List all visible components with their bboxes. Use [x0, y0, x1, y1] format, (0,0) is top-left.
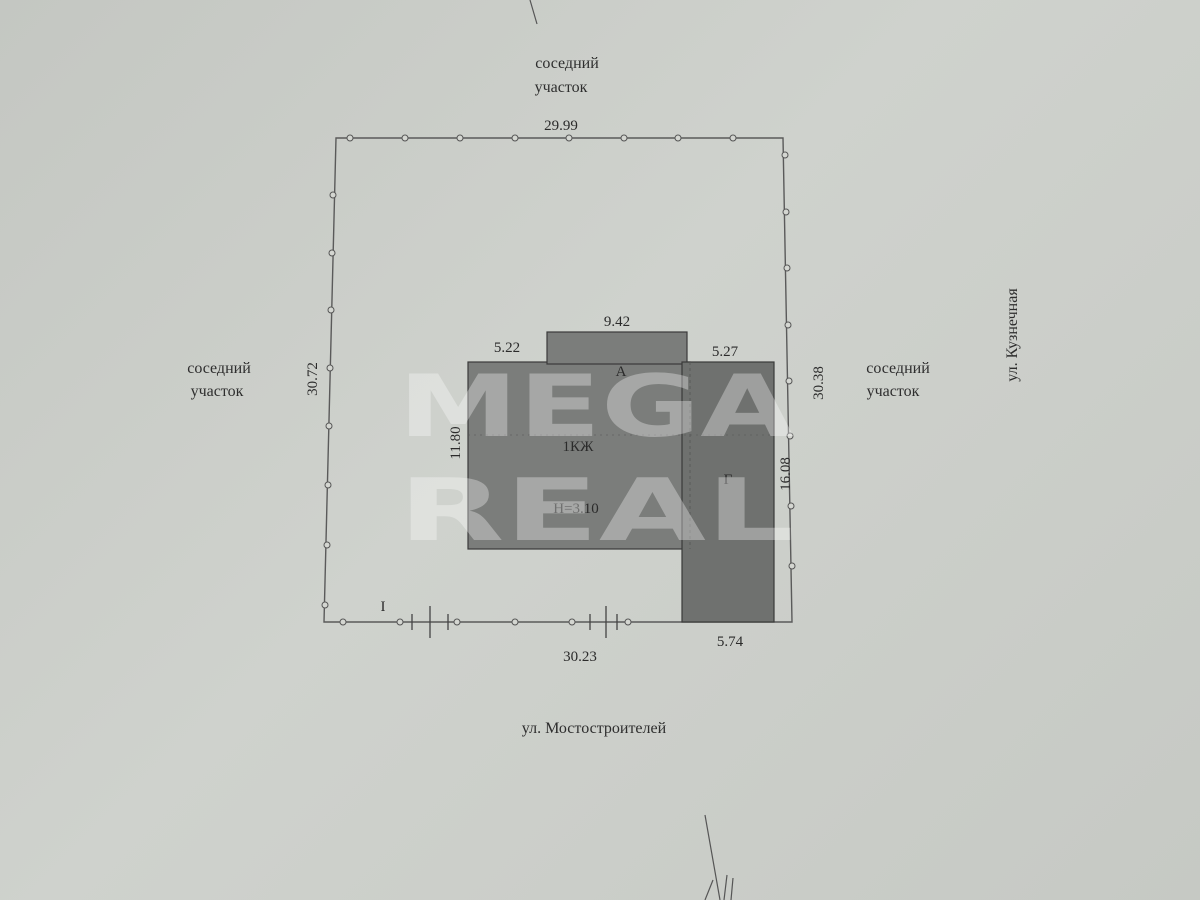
plot-dim-left: 30.72 [305, 362, 321, 396]
boundary-point [784, 321, 792, 329]
boundary-point [346, 134, 354, 142]
building-annex-block [681, 361, 775, 623]
boundary-point [781, 151, 789, 159]
neighbor-left-line2: участок [191, 383, 244, 400]
pencil-mark [704, 814, 721, 900]
boundary-point [326, 364, 334, 372]
boundary-point [401, 134, 409, 142]
boundary-point [329, 191, 337, 199]
boundary-point [328, 249, 336, 257]
building-label-type: 1КЖ [563, 439, 595, 455]
street-right-label: ул. Кузнечная [1004, 288, 1021, 382]
boundary-point [620, 134, 628, 142]
boundary-point [782, 208, 790, 216]
boundary-point [323, 541, 331, 549]
boundary-point [453, 618, 461, 626]
boundary-point [785, 377, 793, 385]
neighbor-left-line1: соседний [187, 360, 251, 377]
boundary-point [327, 306, 335, 314]
building-top-block [546, 331, 688, 365]
boundary-point [624, 618, 632, 626]
building-dim-top-left: 5.22 [494, 340, 520, 356]
boundary-point [511, 618, 519, 626]
plot-dim-right: 30.38 [811, 366, 827, 400]
boundary-point [568, 618, 576, 626]
boundary-point [511, 134, 519, 142]
boundary-point [396, 618, 404, 626]
building-dim-right-side: 16.08 [778, 457, 794, 491]
boundary-point [565, 134, 573, 142]
boundary-point [321, 601, 329, 609]
plot-boundary [323, 137, 793, 623]
building-dim-top-right: 5.27 [712, 344, 739, 360]
building-label-height: H=3.10 [553, 501, 599, 517]
building-dim-left-side: 11.80 [448, 426, 464, 459]
building-label-g: Г [724, 472, 733, 488]
boundary-point [325, 422, 333, 430]
boundary-point [339, 618, 347, 626]
boundary-point [787, 502, 795, 510]
gate-ticks [411, 606, 618, 638]
plot-dim-top: 29.99 [544, 118, 578, 134]
boundary-point [674, 134, 682, 142]
pencil-mark [704, 879, 714, 900]
boundary-point [786, 432, 794, 440]
neighbor-right-line1: соседний [866, 360, 930, 377]
plot-dim-bottom: 30.23 [563, 649, 597, 665]
boundary-point [324, 481, 332, 489]
neighbor-top-line2: участок [535, 79, 588, 96]
watermark-line1: MEGA [398, 357, 795, 457]
boundary-points [321, 134, 796, 626]
street-bottom-label: ул. Мостостроителей [522, 720, 667, 737]
neighbor-right-line2: участок [867, 383, 920, 400]
boundary-point [783, 264, 791, 272]
watermark-line2: REAL [398, 461, 794, 561]
boundary-point [729, 134, 737, 142]
boundary-point [456, 134, 464, 142]
boundary-point [788, 562, 796, 570]
gate-marker: I [381, 599, 386, 615]
building-dim-top-center: 9.42 [604, 314, 630, 330]
building [467, 331, 775, 623]
building-label-a: А [616, 364, 627, 380]
pencil-mark [730, 877, 734, 900]
building-dim-bottom-right: 5.74 [717, 634, 744, 650]
pencil-mark [529, 0, 538, 25]
neighbor-top-line1: соседний [535, 55, 599, 72]
pencil-mark [723, 874, 728, 900]
